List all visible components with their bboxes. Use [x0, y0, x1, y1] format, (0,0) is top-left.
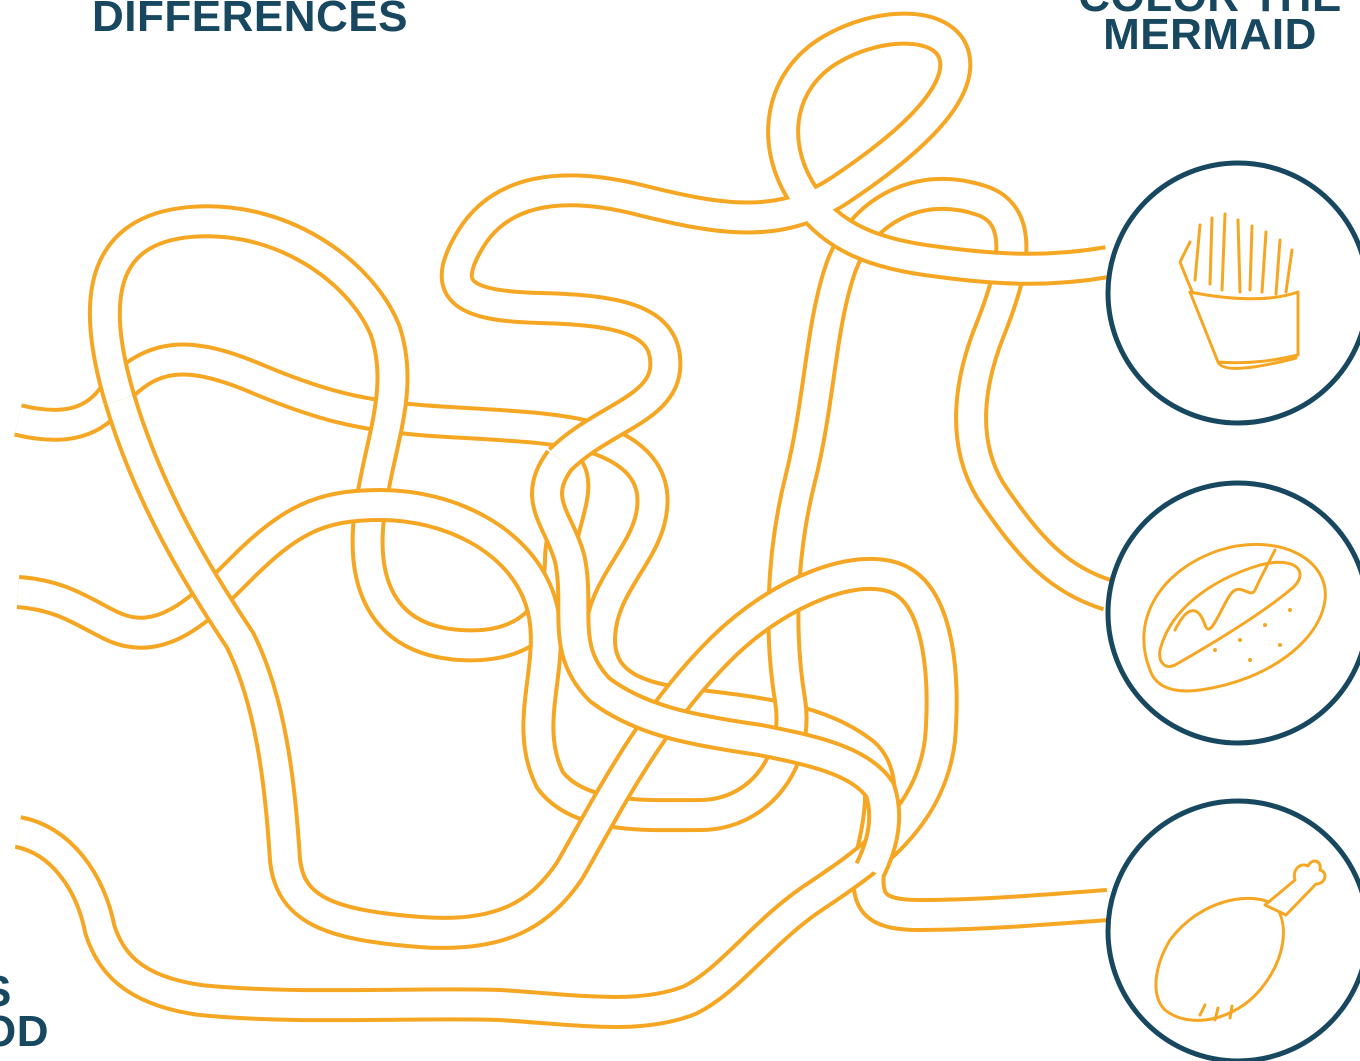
- food-heading-line1: S: [0, 970, 49, 1014]
- french-fries-icon: [1178, 212, 1300, 370]
- chicken-drumstick-icon: [1154, 859, 1327, 1022]
- target-circle: [1105, 160, 1360, 426]
- hot-dog-icon: [1142, 542, 1327, 693]
- color-mermaid-heading-line1: COLOR THE: [1060, 0, 1360, 19]
- maze-path-c[interactable]: [16, 176, 1114, 833]
- food-heading[interactable]: S OD: [0, 970, 49, 1056]
- food-heading-line2: OD: [0, 1007, 49, 1056]
- target-fries[interactable]: [1105, 160, 1360, 426]
- maze-path-d[interactable]: [13, 395, 959, 1029]
- maze-path-f[interactable]: [530, 449, 902, 878]
- color-mermaid-heading[interactable]: COLOR THE MERMAID: [1060, 0, 1360, 59]
- maze-path-e[interactable]: [439, 11, 1111, 473]
- spot-differences-heading[interactable]: DIFFERENCES: [92, 0, 408, 41]
- target-drumstick[interactable]: [1105, 798, 1360, 1061]
- color-mermaid-heading-line2: MERMAID: [1103, 10, 1317, 59]
- target-hotdog[interactable]: [1105, 480, 1360, 746]
